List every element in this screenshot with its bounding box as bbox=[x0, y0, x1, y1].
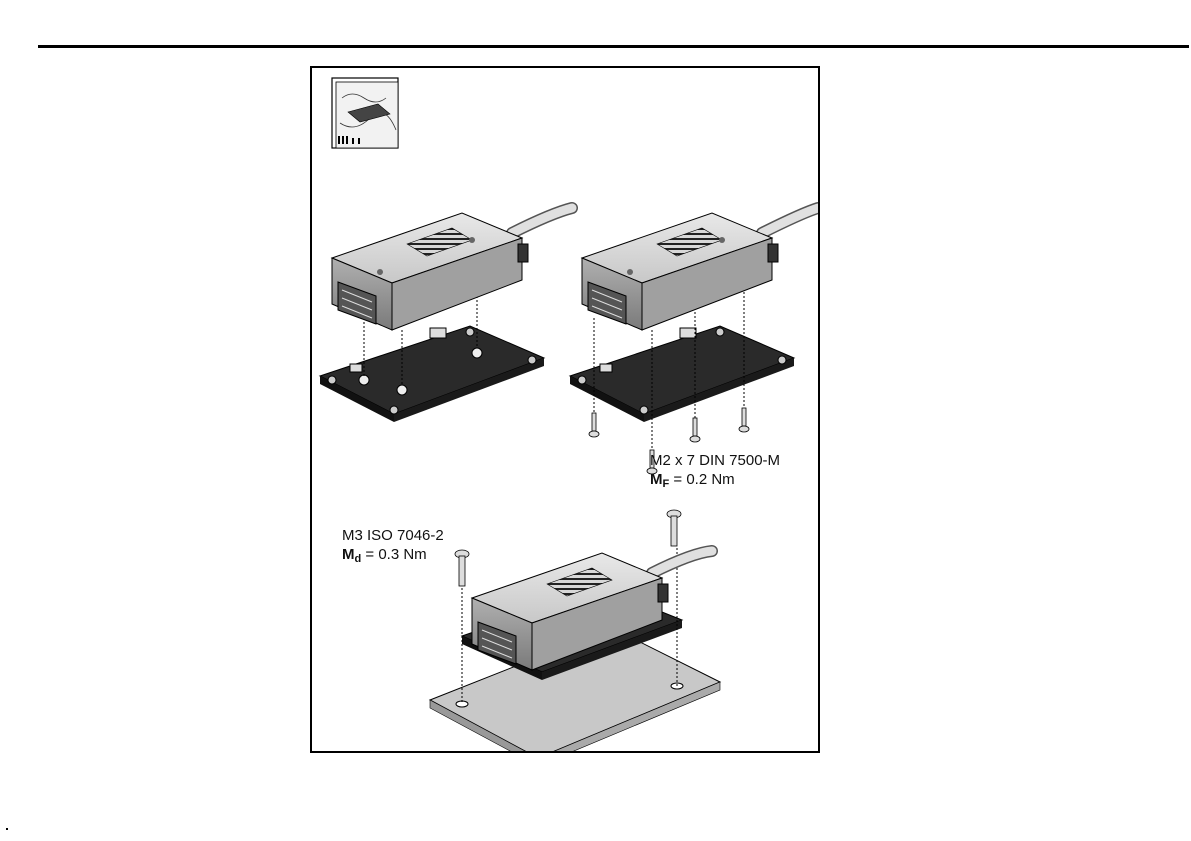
torque-bottom-symbol: M bbox=[342, 546, 355, 563]
torque-spec-bottom: Md = 0.3 Nm bbox=[342, 546, 427, 568]
screw-spec-bottom-text: M3 ISO 7046-2 bbox=[342, 527, 444, 544]
step1-assembly bbox=[320, 208, 572, 422]
screw-spec-top-text: M2 x 7 DIN 7500-M bbox=[650, 452, 780, 469]
header-rule bbox=[38, 45, 1189, 48]
corner-mark bbox=[6, 828, 8, 830]
kit-contents-icon bbox=[332, 78, 398, 148]
step2-assembly bbox=[570, 208, 818, 474]
screw-spec-top: M2 x 7 DIN 7500-M bbox=[650, 452, 780, 470]
screw-spec-bottom: M3 ISO 7046-2 bbox=[342, 527, 444, 545]
torque-bottom-value: = 0.3 Nm bbox=[361, 546, 426, 563]
torque-top-symbol: M bbox=[650, 471, 663, 488]
step3-assembly bbox=[430, 510, 720, 751]
torque-spec-top: MF = 0.2 Nm bbox=[650, 471, 735, 493]
torque-top-value: = 0.2 Nm bbox=[669, 471, 734, 488]
assembly-figure-frame: M2 x 7 DIN 7500-M MF = 0.2 Nm M3 ISO 704… bbox=[310, 66, 820, 753]
assembly-illustration bbox=[312, 68, 818, 751]
